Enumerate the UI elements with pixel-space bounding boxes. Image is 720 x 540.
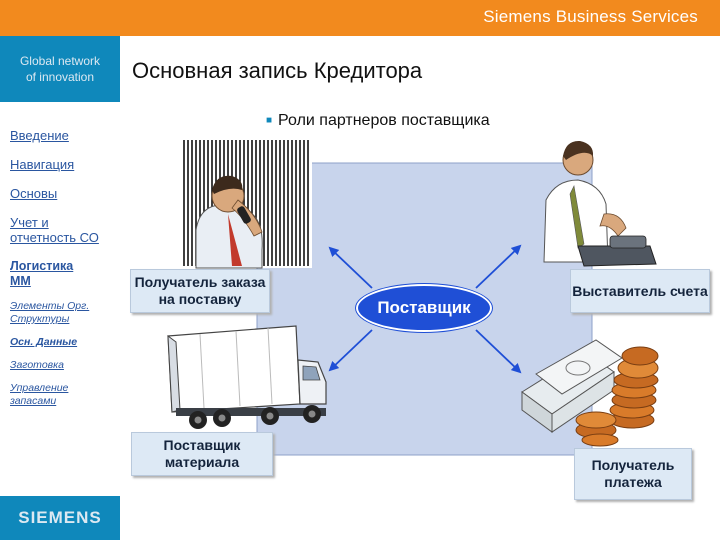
sidebar-item-label: запасами: [10, 395, 57, 407]
bullet-icon: ■: [266, 115, 273, 126]
sidebar-item-basics[interactable]: Основы: [10, 186, 58, 201]
role-invoice-issuer: Выставитель счета: [570, 269, 710, 313]
sidebar-item-label: Управление: [10, 382, 69, 394]
tagline-panel: Global network of innovation: [0, 36, 120, 102]
header-bar: Siemens Business Services: [0, 0, 720, 36]
page-title: Основная запись Кредитора: [132, 58, 423, 83]
money-stacks-icon: [521, 339, 659, 447]
sidebar-item-label: отчетность СО: [10, 230, 99, 245]
role-label: платежа: [604, 474, 662, 490]
tagline-line1: Global network: [19, 54, 101, 68]
arrow-to-payee: [475, 329, 522, 374]
sidebar-item-label: Структуры: [10, 313, 70, 325]
role-label: Поставщик: [163, 437, 241, 453]
sidebar-item-label: Элементы Орг.: [10, 300, 90, 312]
arrow-to-order-receiver: [328, 246, 373, 289]
role-label: Получатель: [591, 457, 675, 473]
sidebar-item-procurement[interactable]: Заготовка: [10, 359, 64, 371]
sidebar-item-label: Учет и: [10, 215, 49, 230]
sidebar-item-intro[interactable]: Введение: [10, 128, 69, 143]
role-label: Выставитель счета: [572, 282, 708, 299]
role-label: на поставку: [158, 291, 242, 307]
page-subtitle: ■ Роли партнеров поставщика: [266, 112, 490, 130]
sidebar: Global network of innovation Введение На…: [0, 36, 120, 540]
sidebar-item-org-structure[interactable]: Элементы Орг. Структуры: [10, 300, 122, 326]
arrow-to-invoice-issuer: [475, 244, 522, 289]
truck-icon: [167, 325, 327, 429]
supplier-oval: Поставщик: [356, 284, 492, 332]
sidebar-item-label: Логистика: [10, 259, 74, 273]
arrow-to-material-supplier: [328, 329, 373, 372]
role-label: материала: [164, 454, 240, 470]
sidebar-item-label: ММ: [10, 274, 31, 288]
sidebar-nav: Введение Навигация Основы Учет и отчетно…: [10, 128, 122, 418]
siemens-logo: SIEMENS: [0, 496, 120, 540]
sidebar-item-accounting[interactable]: Учет и отчетность СО: [10, 215, 122, 245]
role-order-receiver: Получатель заказа на поставку: [130, 269, 270, 313]
sidebar-item-inventory[interactable]: Управление запасами: [10, 382, 122, 408]
man-on-phone-icon: [195, 175, 263, 269]
sidebar-item-master-data[interactable]: Осн. Данные: [10, 336, 78, 348]
brand-title: Siemens Business Services: [483, 7, 698, 26]
role-payee: Получатель платежа: [574, 448, 692, 500]
role-material-supplier: Поставщик материала: [131, 432, 273, 476]
subtitle-text: Роли партнеров поставщика: [278, 112, 490, 129]
sidebar-item-logistics[interactable]: Логистика ММ: [10, 259, 122, 289]
man-at-desk-icon: [543, 140, 657, 267]
role-label: Получатель заказа: [134, 274, 266, 290]
sidebar-item-navigation[interactable]: Навигация: [10, 157, 75, 172]
tagline-line2: of innovation: [25, 70, 95, 84]
